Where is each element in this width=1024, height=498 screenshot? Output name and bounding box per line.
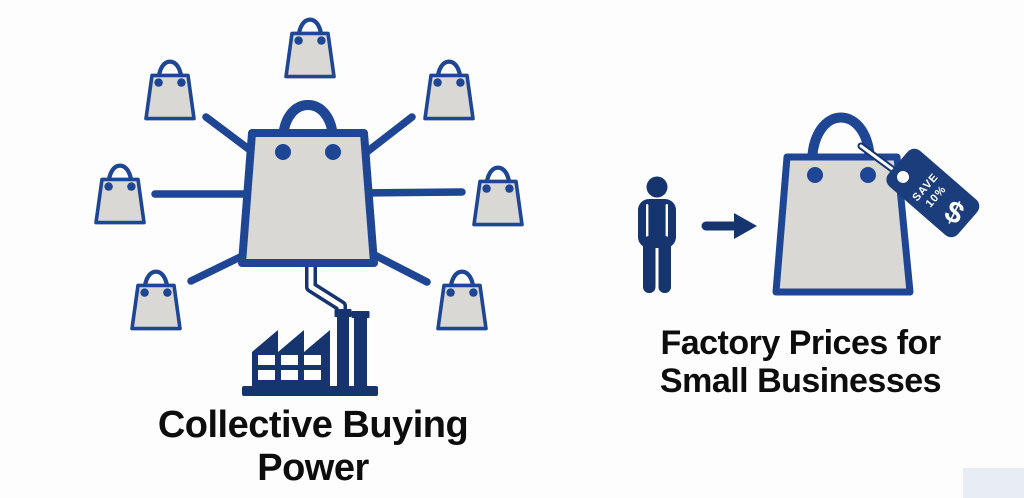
central-shopping-bag-icon bbox=[238, 100, 378, 267]
right-caption-line1: Factory Prices for bbox=[660, 324, 941, 362]
collective-network-group bbox=[96, 20, 522, 396]
left-caption-line2: Power bbox=[257, 447, 369, 489]
factory-prices-group: SAVE 10% $ bbox=[638, 112, 980, 296]
connector-line bbox=[356, 188, 466, 197]
person-icon bbox=[638, 176, 676, 293]
corner-overlay bbox=[963, 468, 1024, 498]
shopping-bag-icon bbox=[96, 166, 144, 223]
price-tag-icon: SAVE 10% $ bbox=[857, 142, 980, 238]
shopping-bag-icon bbox=[474, 168, 522, 225]
shopping-bag-icon bbox=[425, 62, 473, 119]
shopping-bag-icon bbox=[438, 272, 486, 329]
shopping-bag-icon bbox=[286, 20, 334, 77]
left-caption-line1: Collective Buying bbox=[157, 404, 469, 446]
shopping-bag-icon bbox=[146, 62, 194, 119]
shopping-bag-icon bbox=[132, 272, 180, 329]
right-caption-line2: Small Businesses bbox=[659, 362, 942, 400]
left-caption: Collective Buying Power bbox=[118, 404, 508, 490]
arrow-right-icon bbox=[701, 213, 757, 239]
factory-icon bbox=[242, 309, 378, 396]
right-caption: Factory Prices for Small Businesses bbox=[628, 324, 973, 400]
right-shopping-bag-icon bbox=[772, 112, 914, 296]
